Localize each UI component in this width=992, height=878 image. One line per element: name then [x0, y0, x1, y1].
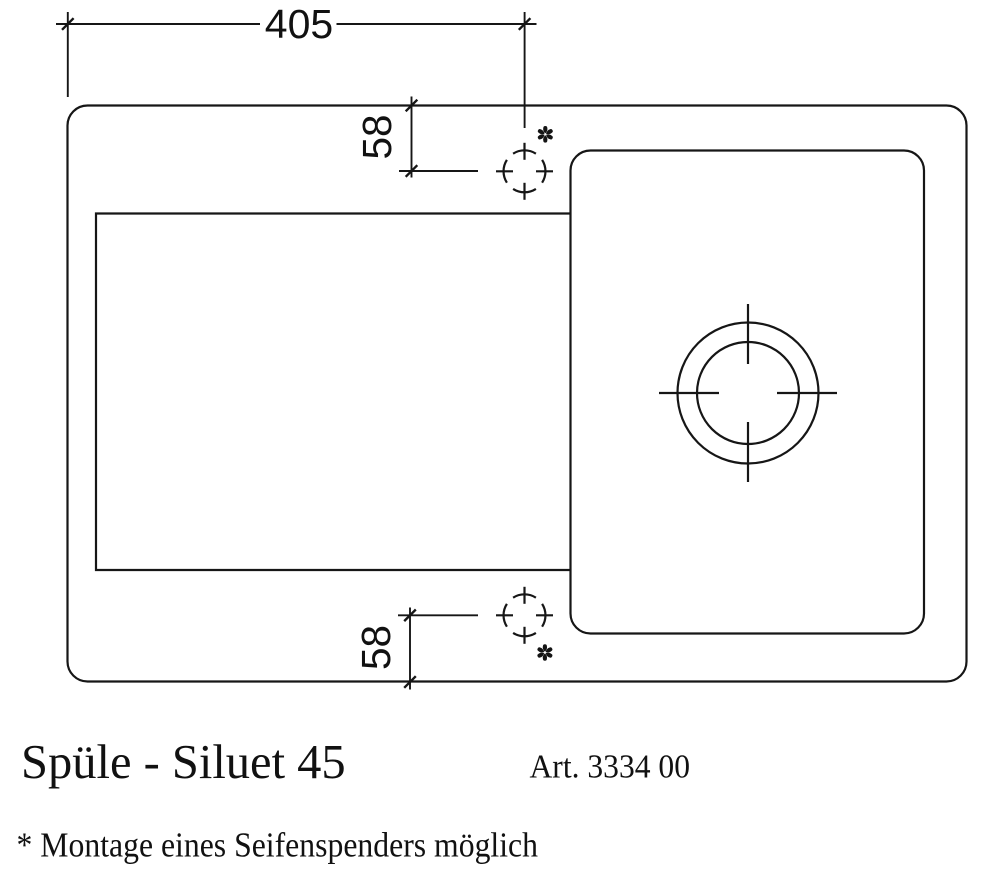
svg-text:405: 405 [265, 1, 333, 47]
svg-text:* Montage eines Seifenspenders: * Montage eines Seifenspenders möglich [17, 826, 539, 865]
svg-text:Spüle - Siluet 45: Spüle - Siluet 45 [21, 736, 346, 789]
svg-text:Art. 3334 00: Art. 3334 00 [530, 749, 691, 786]
svg-text:58: 58 [354, 114, 400, 159]
svg-text:58: 58 [353, 625, 399, 670]
